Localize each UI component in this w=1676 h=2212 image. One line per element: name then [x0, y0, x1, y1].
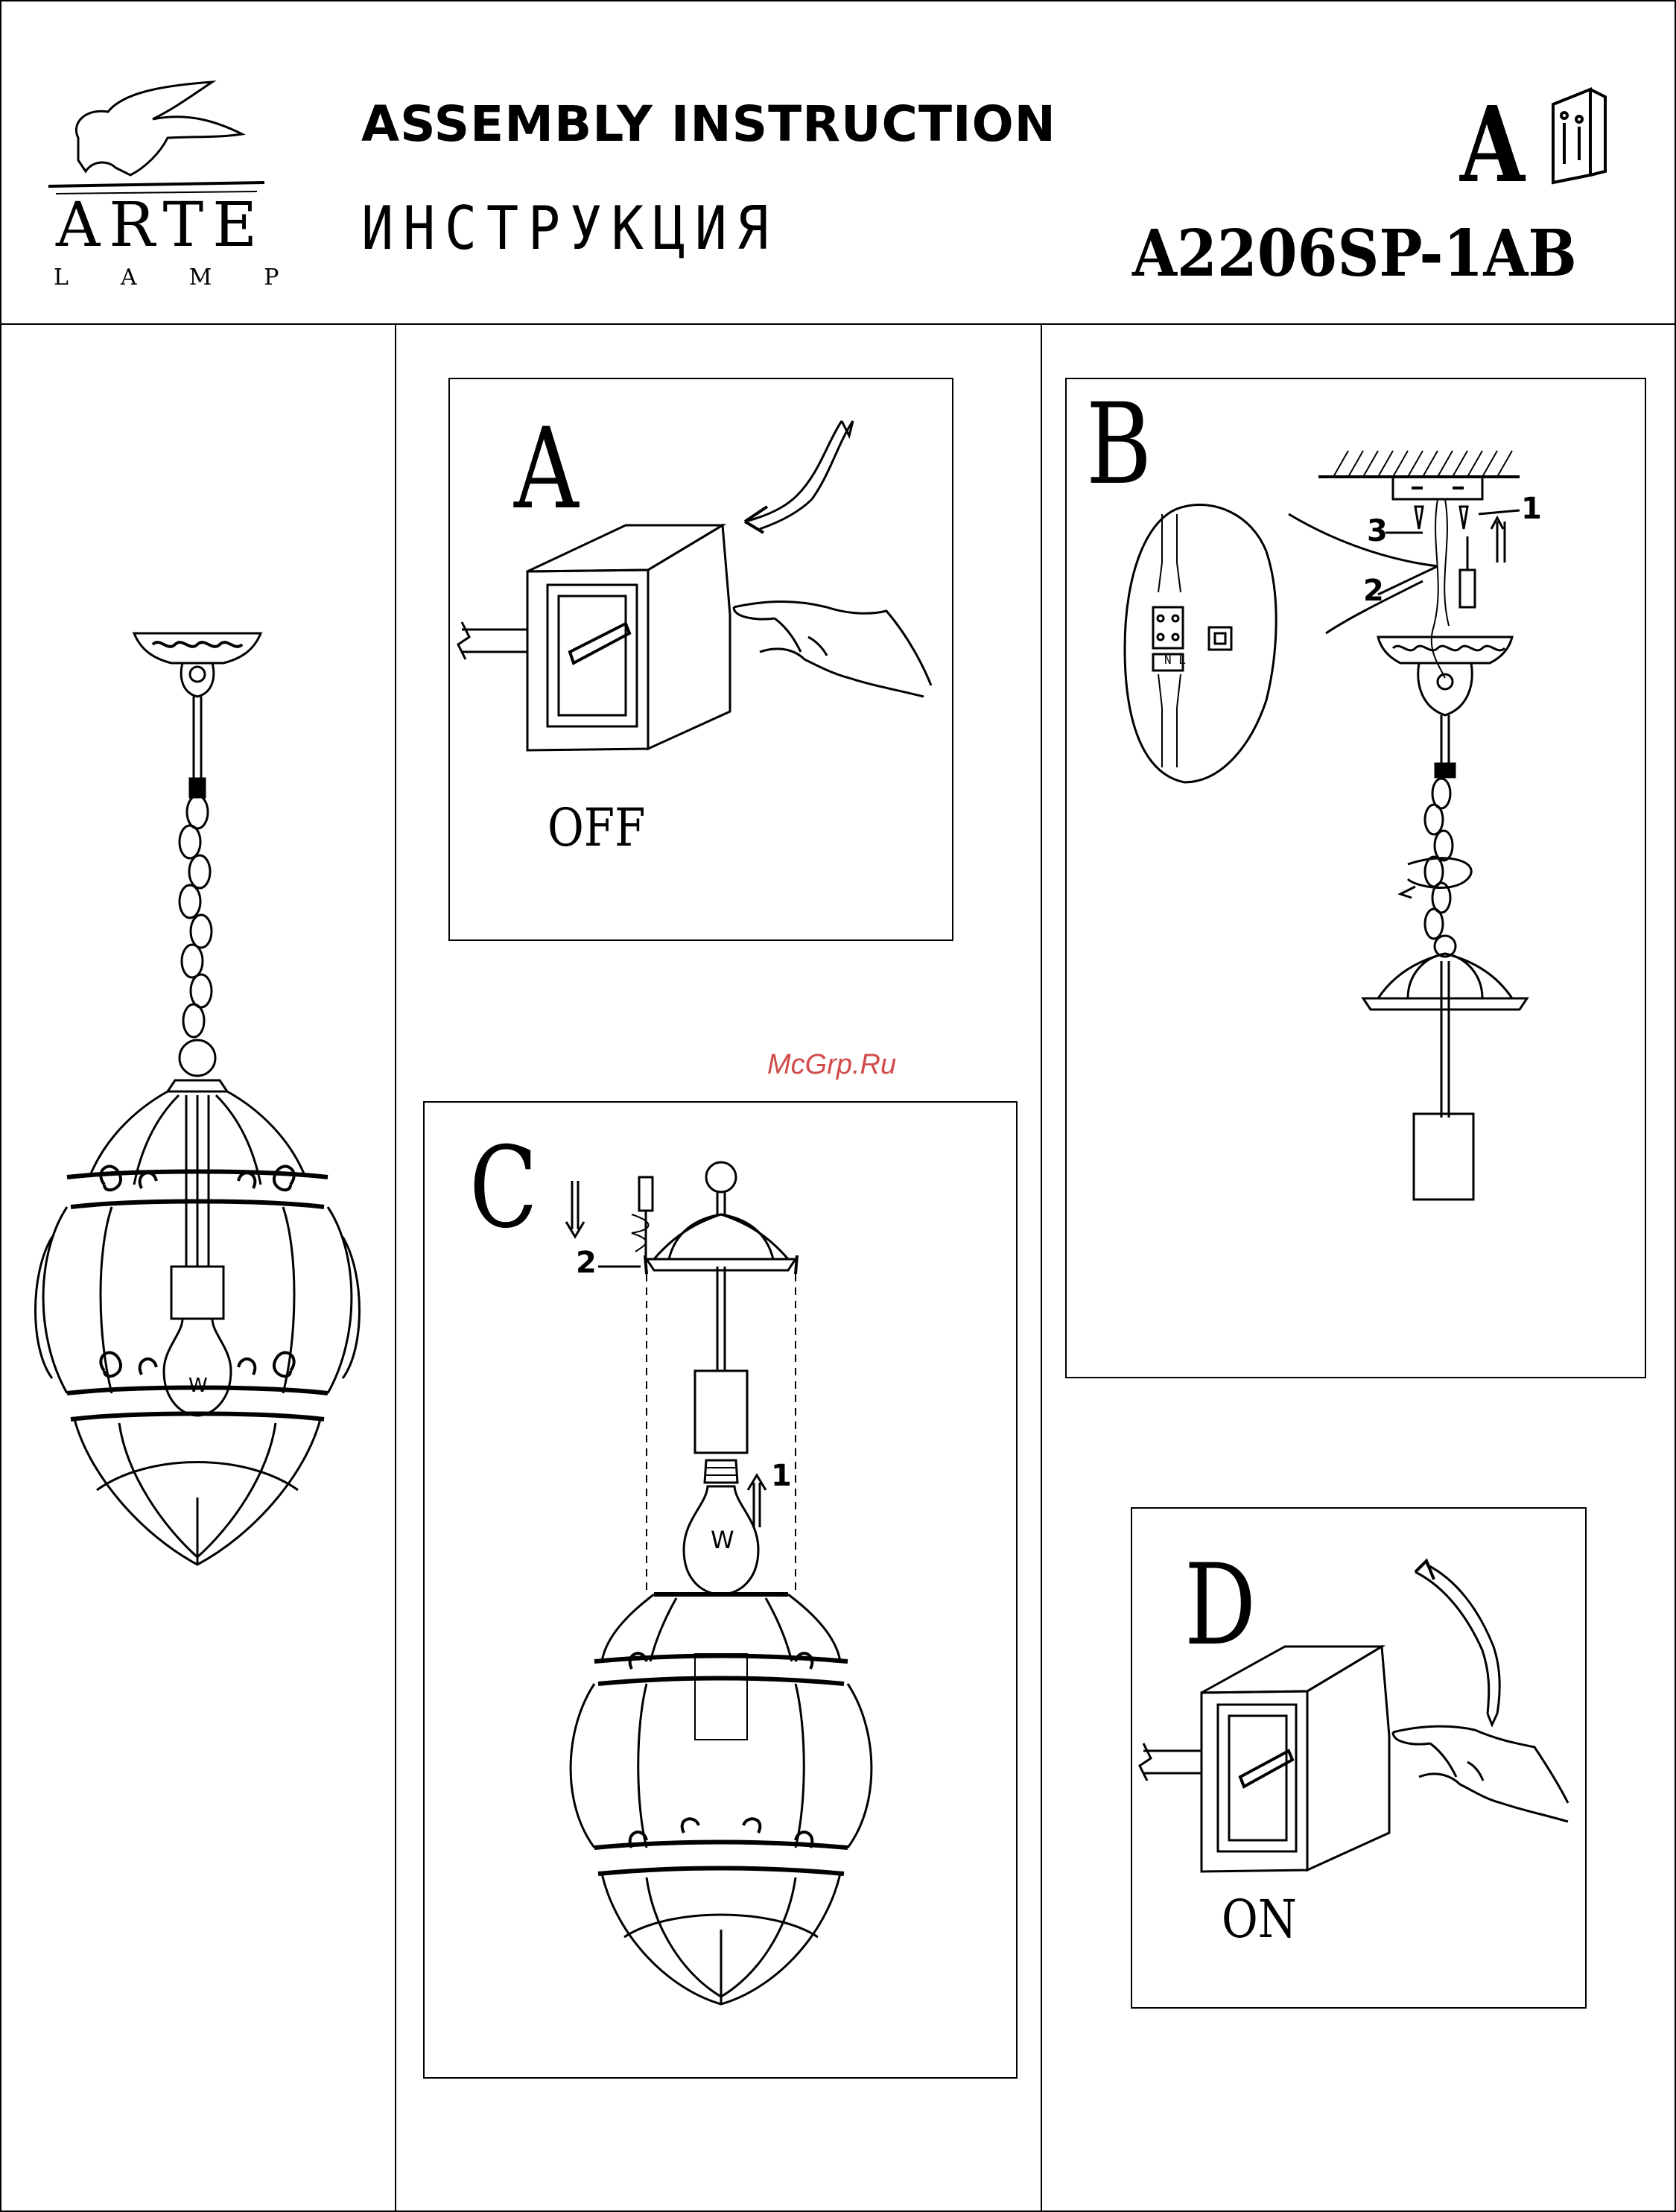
watermark: McGrp.Ru [767, 1049, 896, 1081]
manual-book-icon [1546, 82, 1613, 186]
step-d-state: ON [1222, 1889, 1297, 1950]
step-c-bulb-mark: W [711, 1526, 734, 1554]
model-number: A2206SP-1AB [1132, 216, 1577, 291]
bulb-wattage-mark: W [188, 1375, 208, 1397]
header-divider [0, 323, 1676, 325]
ceiling-mount-wiring-diagram [1065, 432, 1646, 1252]
brand-logo-icon [41, 78, 264, 197]
terminal-label: N L [1164, 653, 1186, 667]
title-en: ASSEMBLY INSTRUCTION [361, 95, 1056, 153]
title-ru: ИНСТРУКЦИЯ [361, 194, 778, 263]
column-divider-left [395, 323, 396, 2212]
wall-switch-off-icon [447, 428, 939, 726]
bulb-install-diagram [423, 1147, 1004, 2041]
step-b-label-2: 2 [1363, 574, 1384, 608]
column-divider-right [1041, 323, 1042, 2212]
step-c-label-2: 2 [576, 1246, 597, 1280]
step-a-state: OFF [547, 797, 645, 858]
pendant-lamp-illustration [22, 618, 395, 1661]
step-c-label-1: 1 [771, 1459, 792, 1493]
step-b-label-1: 1 [1521, 492, 1542, 526]
brand-sub: LAMP [54, 264, 331, 291]
wall-switch-on-icon [1129, 1565, 1575, 1877]
type-letter: A [1460, 93, 1525, 197]
brand-name: ARTE [56, 190, 266, 261]
step-b-label-3: 3 [1367, 514, 1388, 548]
